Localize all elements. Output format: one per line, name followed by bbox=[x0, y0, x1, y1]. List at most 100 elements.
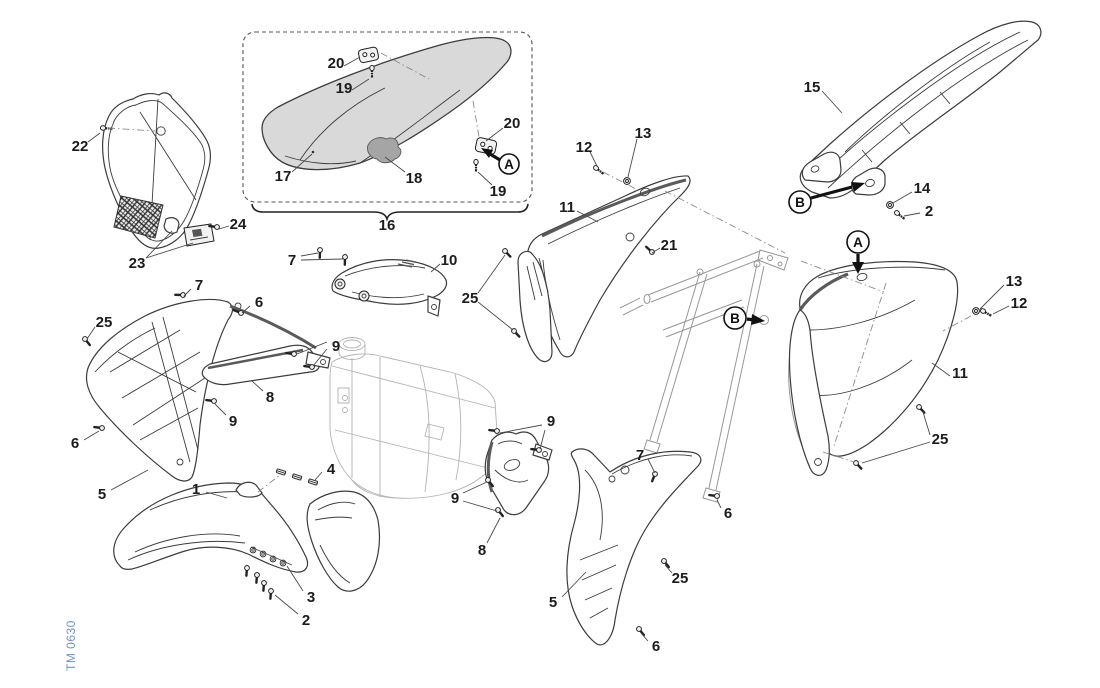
shroud-left-screw-6b bbox=[93, 421, 107, 435]
callout-5-right: 5 bbox=[549, 594, 557, 611]
callout-10: 10 bbox=[441, 252, 458, 269]
callout-6-shroud-left-bottom: 6 bbox=[71, 435, 79, 452]
callout-15: 15 bbox=[804, 79, 821, 96]
callout-20-rear: 20 bbox=[504, 115, 521, 132]
fender-clip-4a bbox=[275, 468, 287, 476]
callout-4: 4 bbox=[327, 461, 336, 478]
callout-25-panel-right: 25 bbox=[932, 431, 949, 448]
callout-19-front: 19 bbox=[336, 80, 353, 97]
panel-left-screw-25a bbox=[500, 247, 513, 258]
seat-group-brace bbox=[251, 203, 529, 222]
plate-vent-slot bbox=[163, 217, 180, 234]
brace-screw-7a bbox=[313, 245, 327, 259]
airbox-brace bbox=[313, 245, 448, 317]
leader-lines bbox=[83, 56, 1010, 642]
callout-6-shroud-right-bottom: 6 bbox=[652, 638, 660, 655]
fender-screw-2a bbox=[240, 563, 254, 577]
callout-16: 16 bbox=[379, 217, 396, 234]
callout-6-shroud-left-top: 6 bbox=[255, 294, 263, 311]
front-fender-rear-section bbox=[306, 490, 381, 592]
panel-right-screw-12 bbox=[978, 306, 994, 319]
marker-a-frame: A bbox=[846, 230, 870, 274]
callout-11-right: 11 bbox=[952, 365, 968, 382]
reference-lines bbox=[107, 127, 972, 493]
panel-left-screw-21 bbox=[644, 245, 656, 256]
callout-22: 22 bbox=[72, 138, 89, 155]
seat-bolt-rear bbox=[472, 158, 480, 173]
callout-25-shroud-right: 25 bbox=[672, 570, 689, 587]
panel-right-screw-25a bbox=[914, 403, 927, 414]
doc-code: TM 0630 bbox=[64, 620, 78, 671]
callout-5-left: 5 bbox=[98, 486, 106, 503]
callout-8-right: 8 bbox=[478, 542, 486, 559]
shroud-right-screw-6a bbox=[708, 489, 722, 503]
seat-bracket-front bbox=[357, 46, 379, 64]
view-markers: A B A B bbox=[481, 148, 870, 330]
radiator-shroud-right bbox=[566, 448, 722, 646]
fuel-tank bbox=[329, 337, 498, 499]
marker-a-seat: A bbox=[481, 148, 520, 175]
callout-2-front: 2 bbox=[302, 612, 310, 629]
marker-a-seat-label: A bbox=[504, 157, 514, 172]
callout-12-left: 12 bbox=[576, 139, 593, 156]
callout-25-panel-left: 25 bbox=[462, 290, 479, 307]
side-panel-left bbox=[500, 163, 691, 363]
panel-right-front-arm bbox=[788, 309, 830, 476]
panel-left-screw-12 bbox=[591, 163, 606, 177]
shroud-right-screw-6b bbox=[634, 624, 647, 637]
panel-left-washer-13 bbox=[623, 177, 631, 185]
callout-13-left: 13 bbox=[635, 125, 652, 142]
callout-1: 1 bbox=[192, 481, 200, 498]
front-number-plate bbox=[99, 92, 222, 249]
front-fender bbox=[113, 468, 381, 600]
fender-clip-4c bbox=[307, 478, 319, 486]
fender-clip-4b bbox=[291, 473, 303, 481]
subframe bbox=[619, 249, 789, 503]
fender-screw-2b bbox=[250, 570, 264, 584]
fender-screw-2c bbox=[257, 578, 271, 592]
marker-a-frame-label: A bbox=[853, 235, 863, 250]
callout-9-left-bottom: 9 bbox=[229, 413, 237, 430]
callout-25-shroud-left: 25 bbox=[96, 314, 113, 331]
callout-7-shroud-right: 7 bbox=[636, 447, 644, 464]
fender-screw-2d bbox=[264, 586, 278, 600]
callout-23: 23 bbox=[129, 255, 146, 272]
rear-fender bbox=[799, 20, 1042, 222]
callout-9-right-bottom: 9 bbox=[451, 490, 459, 507]
shroud-left-screw-25 bbox=[80, 334, 93, 347]
fender-tab-right bbox=[850, 167, 886, 196]
callout-8-left: 8 bbox=[266, 389, 274, 406]
marker-b-frame-label: B bbox=[730, 311, 740, 326]
callout-14: 14 bbox=[914, 180, 931, 197]
marker-b-fender: B bbox=[788, 182, 865, 214]
seat-grip-patch bbox=[367, 137, 402, 164]
lower-shroud-right bbox=[483, 424, 553, 518]
callout-7-brace: 7 bbox=[288, 252, 296, 269]
plate-sticker bbox=[183, 223, 215, 247]
callout-13-right: 13 bbox=[1006, 273, 1023, 290]
callout-21: 21 bbox=[661, 237, 678, 254]
plate-mesh bbox=[113, 195, 164, 239]
seat-assembly-box bbox=[242, 31, 533, 222]
callout-24: 24 bbox=[230, 216, 247, 233]
callout-18: 18 bbox=[406, 170, 423, 187]
marker-b-fender-label: B bbox=[795, 195, 805, 210]
fender-mount-boss bbox=[235, 481, 263, 498]
side-panel-right bbox=[788, 260, 994, 476]
fender-screw bbox=[892, 208, 907, 222]
callout-19-rear: 19 bbox=[490, 183, 507, 200]
fender-washer bbox=[886, 201, 894, 209]
callout-2-fender: 2 bbox=[925, 203, 933, 220]
callout-17: 17 bbox=[275, 168, 292, 185]
callout-20-front: 20 bbox=[328, 55, 345, 72]
callout-7-shroud-left: 7 bbox=[195, 277, 203, 294]
panel-right-screw-25b bbox=[851, 459, 864, 470]
callout-labels: 20 19 17 18 20 19 16 22 23 24 15 14 2 12… bbox=[71, 55, 1028, 655]
callout-9-right-top: 9 bbox=[547, 413, 555, 430]
callout-6-shroud-right-top: 6 bbox=[724, 505, 732, 522]
marker-b-frame: B bbox=[723, 306, 765, 330]
callout-3: 3 bbox=[307, 589, 315, 606]
fender-tab-left bbox=[801, 151, 842, 183]
